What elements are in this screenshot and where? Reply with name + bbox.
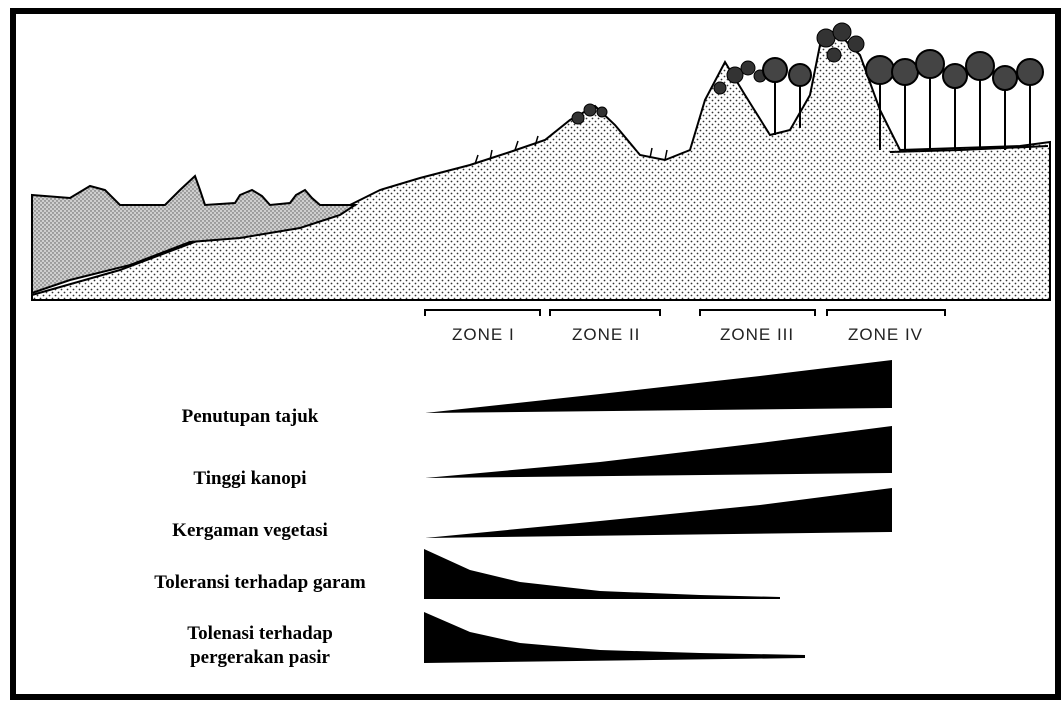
row-label-kergaman-vegetasi: Kergaman vegetasi: [172, 520, 328, 541]
zone-label-4: ZONE IV: [848, 325, 923, 344]
wedge-penutupan-tajuk: [425, 360, 892, 413]
grass-marks: [474, 135, 668, 165]
sea-area: [31, 174, 359, 295]
wedge-tinggi-kanopi: [425, 426, 892, 478]
zone-label-1: ZONE I: [452, 325, 515, 344]
wedge-toleransi-garam: [424, 549, 780, 599]
row-label-tinggi-kanopi: Tinggi kanopi: [193, 468, 307, 489]
wedge-kergaman-vegetasi: [425, 488, 892, 538]
zone-label-2: ZONE II: [572, 325, 640, 344]
row-label-toleransi-garam: Toleransi terhadap garam: [154, 572, 366, 593]
row-label-toleransi-pasir: Tolenasi terhadap pergerakan pasir: [187, 623, 333, 668]
wedge-toleransi-pasir: [424, 612, 805, 663]
trees: [762, 49, 1044, 150]
sand-profile: [31, 28, 1051, 301]
zone-brackets: [424, 309, 946, 316]
ground-line: [889, 145, 1049, 153]
vegetation-shrubs: [571, 22, 865, 125]
zone-label-3: ZONE III: [720, 325, 794, 344]
row-label-penutupan-tajuk: Penutupan tajuk: [181, 406, 319, 427]
